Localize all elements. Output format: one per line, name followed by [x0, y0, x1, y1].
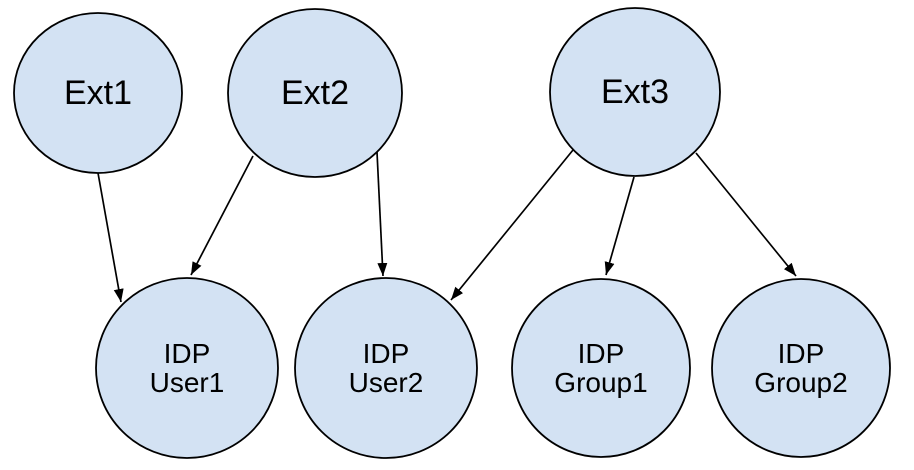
- edge-ext2-to-idp-user1: [190, 155, 254, 276]
- node-circle-ext1: [13, 12, 183, 174]
- edge-layer: [97, 149, 797, 303]
- node-circle-idp-group1: [511, 278, 691, 458]
- edge-ext3-to-idp-group1: [604, 176, 635, 276]
- node-label-ext1: Ext1: [64, 74, 132, 112]
- node-ext1: Ext1: [13, 12, 183, 174]
- node-circle-ext3: [549, 7, 721, 177]
- edge-ext3-to-idp-user2: [450, 149, 574, 301]
- node-circle-idp-user2: [294, 277, 478, 459]
- node-circle-idp-user1: [95, 277, 279, 459]
- node-circle-idp-group2: [711, 278, 891, 458]
- node-label-ext3: Ext3: [601, 73, 669, 111]
- edge-ext2-to-idp-user2: [376, 151, 388, 277]
- edge-ext1-to-idp-user1: [97, 172, 124, 303]
- edge-ext3-to-idp-group2: [695, 152, 797, 277]
- node-ext2: Ext2: [227, 8, 403, 178]
- node-circle-ext2: [227, 8, 403, 178]
- node-ext3: Ext3: [549, 7, 721, 177]
- node-label-ext2: Ext2: [281, 74, 349, 112]
